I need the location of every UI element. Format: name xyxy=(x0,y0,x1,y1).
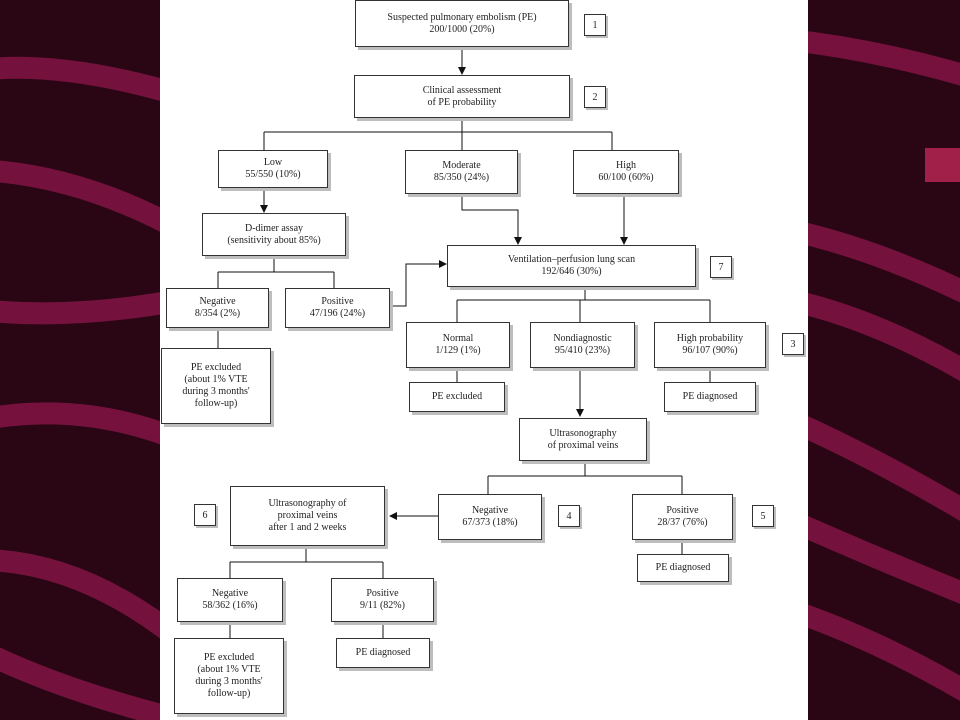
node-low: Low 55/550 (10%) xyxy=(218,150,328,188)
node-high-count: 60/100 (60%) xyxy=(598,172,654,183)
badge-3: 3 xyxy=(782,333,804,355)
node-high-probability: High probability 96/107 (90%) xyxy=(654,322,766,368)
node-pe-excluded-3: PE excluded (about 1% VTE during 3 month… xyxy=(174,638,284,714)
node-low-label: Low xyxy=(263,157,283,168)
node-dd-positive-label: Positive xyxy=(321,296,354,307)
badge-7: 7 xyxy=(710,256,732,278)
node-pe-excluded-1: PE excluded (about 1% VTE during 3 month… xyxy=(161,348,271,424)
node-clinical-assessment-line1: Clinical assessment xyxy=(422,84,502,96)
node-nondiagnostic-count: 95/410 (23%) xyxy=(554,345,611,356)
node-dd-positive-count: 47/196 (24%) xyxy=(309,308,366,319)
node-us-negative-label: Negative xyxy=(471,505,509,516)
node-suspected-pe-title: Suspected pulmonary embolism (PE) xyxy=(387,11,537,23)
node-pe-excluded-3-line4: follow-up) xyxy=(207,688,251,699)
node-low-count: 55/550 (10%) xyxy=(245,169,301,180)
node-us-serial-line3: after 1 and 2 weeks xyxy=(268,522,347,533)
node-us-positive-label: Positive xyxy=(666,505,699,516)
badge-1: 1 xyxy=(584,14,606,36)
badge-6: 6 xyxy=(194,504,216,526)
node-dd-negative: Negative 8/354 (2%) xyxy=(166,288,269,328)
node-us-serial: Ultrasonography of proximal veins after … xyxy=(230,486,385,546)
node-vq-scan-line2: 192/646 (30%) xyxy=(541,266,602,277)
node-serial-negative-label: Negative xyxy=(211,588,249,599)
node-moderate: Moderate 85/350 (24%) xyxy=(405,150,518,194)
node-normal-label: Normal xyxy=(442,333,474,344)
node-vq-scan-line1: Ventilation–perfusion lung scan xyxy=(507,254,636,265)
node-us-negative: Negative 67/373 (18%) xyxy=(438,494,542,540)
node-d-dimer-line2: (sensitivity about 85%) xyxy=(227,234,321,246)
node-pe-excluded-1-line4: follow-up) xyxy=(194,398,238,409)
node-high: High 60/100 (60%) xyxy=(573,150,679,194)
node-serial-positive: Positive 9/11 (82%) xyxy=(331,578,434,622)
node-high-probability-count: 96/107 (90%) xyxy=(682,345,738,356)
node-high-label: High xyxy=(616,160,636,171)
accent-tab xyxy=(925,148,960,182)
node-us-negative-count: 67/373 (18%) xyxy=(462,517,518,528)
node-dd-negative-label: Negative xyxy=(199,296,236,307)
node-clinical-assessment-line2: of PE probability xyxy=(427,96,497,108)
node-pe-excluded-3-line2: (about 1% VTE xyxy=(197,664,261,675)
badge-2: 2 xyxy=(584,86,606,108)
node-pe-excluded-1-line2: (about 1% VTE xyxy=(184,374,248,385)
node-us-positive: Positive 28/37 (76%) xyxy=(632,494,733,540)
node-serial-negative-count: 58/362 (16%) xyxy=(202,600,258,611)
node-serial-positive-label: Positive xyxy=(366,588,399,599)
node-pe-excluded-2: PE excluded xyxy=(409,382,505,412)
node-nondiagnostic: Nondiagnostic 95/410 (23%) xyxy=(530,322,635,368)
node-normal-count: 1/129 (1%) xyxy=(435,345,481,356)
badge-5: 5 xyxy=(752,505,774,527)
node-d-dimer: D-dimer assay (sensitivity about 85%) xyxy=(202,213,346,256)
node-pe-diagnosed-1-label: PE diagnosed xyxy=(682,391,738,402)
node-serial-positive-count: 9/11 (82%) xyxy=(360,600,405,611)
node-pe-excluded-3-line3: during 3 months' xyxy=(195,676,263,687)
node-nondiagnostic-label: Nondiagnostic xyxy=(553,333,612,344)
node-us-proximal: Ultrasonography of proximal veins xyxy=(519,418,647,461)
node-us-serial-line2: proximal veins xyxy=(277,510,338,521)
node-pe-diagnosed-3: PE diagnosed xyxy=(336,638,430,668)
node-us-positive-count: 28/37 (76%) xyxy=(657,517,708,528)
node-clinical-assessment: Clinical assessment of PE probability xyxy=(354,75,570,118)
node-moderate-count: 85/350 (24%) xyxy=(433,172,490,183)
node-moderate-label: Moderate xyxy=(442,160,481,171)
node-d-dimer-line1: D-dimer assay xyxy=(244,222,304,234)
node-dd-positive: Positive 47/196 (24%) xyxy=(285,288,390,328)
node-normal: Normal 1/129 (1%) xyxy=(406,322,510,368)
node-suspected-pe: Suspected pulmonary embolism (PE) 200/10… xyxy=(355,0,569,47)
node-suspected-pe-count: 200/1000 (20%) xyxy=(429,23,495,35)
node-pe-diagnosed-2: PE diagnosed xyxy=(637,554,729,582)
node-pe-excluded-3-line1: PE excluded xyxy=(203,652,255,663)
node-pe-diagnosed-3-label: PE diagnosed xyxy=(355,647,411,658)
node-pe-excluded-1-line1: PE excluded xyxy=(190,362,242,373)
node-vq-scan: Ventilation–perfusion lung scan 192/646 … xyxy=(447,245,696,287)
node-pe-excluded-1-line3: during 3 months' xyxy=(182,386,250,397)
node-pe-excluded-2-label: PE excluded xyxy=(431,391,483,402)
badge-4: 4 xyxy=(558,505,580,527)
node-dd-negative-count: 8/354 (2%) xyxy=(194,308,241,319)
node-us-proximal-line2: of proximal veins xyxy=(547,439,619,451)
node-pe-diagnosed-1: PE diagnosed xyxy=(664,382,756,412)
node-serial-negative: Negative 58/362 (16%) xyxy=(177,578,283,622)
node-high-probability-label: High probability xyxy=(676,333,744,344)
node-us-proximal-line1: Ultrasonography xyxy=(549,427,617,439)
node-us-serial-line1: Ultrasonography of xyxy=(268,498,347,509)
node-pe-diagnosed-2-label: PE diagnosed xyxy=(655,562,711,573)
